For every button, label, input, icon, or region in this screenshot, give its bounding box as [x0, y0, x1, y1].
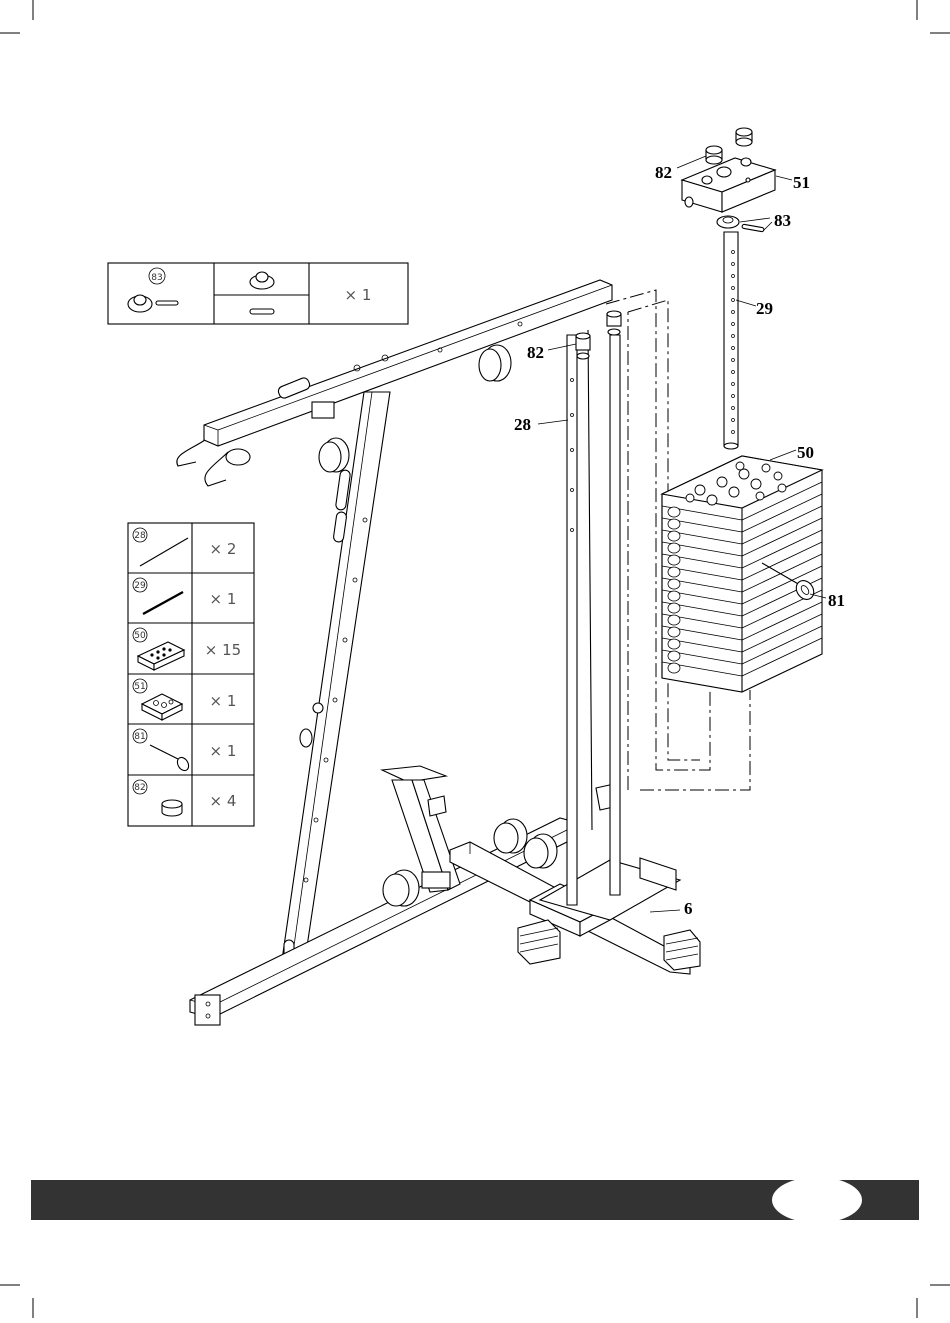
- weight-plate-icon: [138, 642, 184, 670]
- callout-51: 51: [793, 173, 810, 192]
- selector-rod-icon: [143, 592, 183, 614]
- part-number-81: 81: [134, 732, 145, 742]
- callout-29: 29: [756, 299, 773, 318]
- weight-stack: [662, 456, 822, 692]
- callout-81: 81: [828, 591, 845, 610]
- part-number-82: 82: [134, 783, 145, 793]
- selector-pin-icon: [150, 745, 191, 773]
- callout-28: 28: [514, 415, 531, 434]
- hardware-table-83: 83 × 1: [108, 263, 408, 324]
- hardware-quantity: × 1: [345, 286, 372, 304]
- part-number-51: 51: [134, 682, 145, 692]
- top-plate: [682, 158, 775, 212]
- part-number-50: 50: [134, 631, 146, 641]
- callout-83: 83: [774, 211, 791, 230]
- top-plate-icon: [142, 694, 182, 720]
- callout-82-rod: 82: [527, 343, 544, 362]
- callout-6: 6: [684, 899, 693, 918]
- part-number-28: 28: [134, 531, 146, 541]
- part-number-29: 29: [134, 581, 146, 591]
- callout-82-top: 82: [655, 163, 672, 182]
- guide-rods: [567, 330, 620, 905]
- part-quantity-51: × 1: [210, 692, 237, 710]
- parts-list-table: 28 × 2 29 × 1 50 × 15 51 × 1 81: [128, 523, 254, 826]
- part-quantity-82: × 4: [210, 792, 237, 810]
- bushing-icon: [162, 800, 182, 816]
- hardware-number-83: 83: [151, 273, 162, 283]
- selector-rod: [717, 216, 764, 449]
- part-quantity-28: × 2: [210, 540, 237, 558]
- part-quantity-81: × 1: [210, 742, 237, 760]
- page-number-oval: [772, 1177, 862, 1223]
- part-quantity-50: × 15: [205, 641, 241, 659]
- guide-rod-icon: [140, 538, 188, 566]
- gym-frame: [177, 280, 700, 1025]
- callout-50: 50: [797, 443, 814, 462]
- part-quantity-29: × 1: [210, 590, 237, 608]
